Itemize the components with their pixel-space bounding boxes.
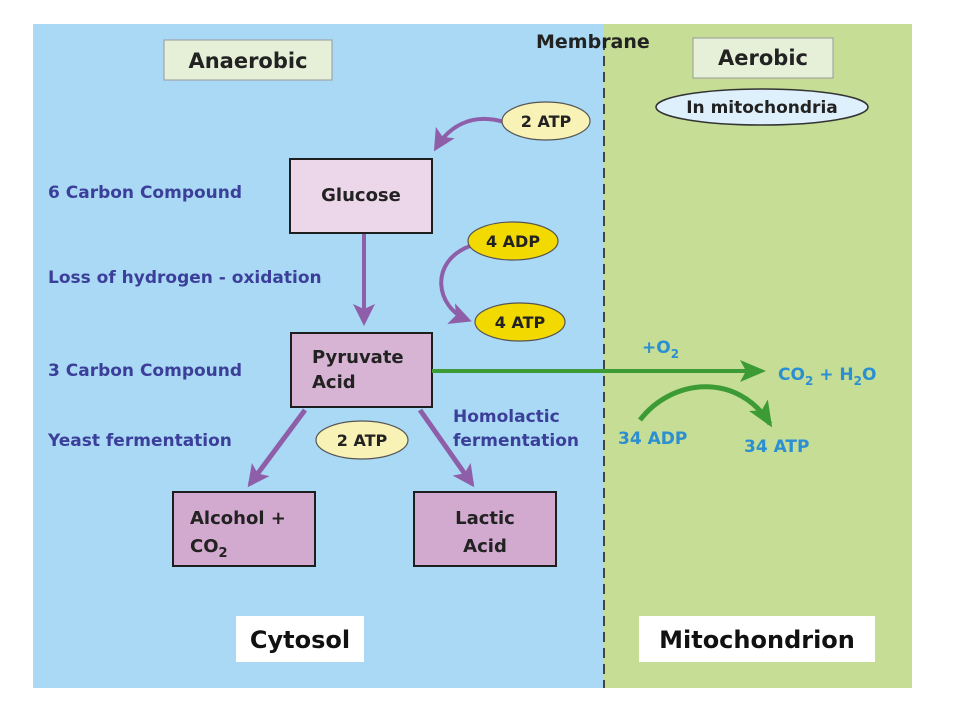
glucose-label: Glucose [321, 185, 401, 206]
adp-4-label: 4 ADP [486, 232, 540, 251]
oxidation-label: Loss of hydrogen - oxidation [48, 268, 322, 288]
yeast-fermentation-label: Yeast fermentation [47, 431, 232, 451]
aerobic-label: Aerobic [718, 46, 808, 70]
six-carbon-label: 6 Carbon Compound [48, 183, 242, 203]
atp-ferment-label: 2 ATP [337, 431, 388, 450]
pyruvate-to-lactic-arrow [417, 408, 475, 488]
lactic-label-1: Lactic [455, 508, 515, 529]
atp-4-oval: 4 ATP [474, 302, 566, 342]
cytosol-label: Cytosol [250, 626, 350, 654]
lactic-label-2: Acid [463, 536, 507, 557]
glucose-box: Glucose [289, 158, 433, 234]
three-carbon-label: 3 Carbon Compound [48, 361, 242, 381]
cytosol-label-box: Cytosol [236, 616, 364, 662]
o2-label: +O2 [642, 338, 679, 361]
pyruvate-label-2: Acid [312, 372, 356, 393]
homolactic-label-1: Homolactic [453, 407, 560, 427]
membrane-label: Membrane [536, 31, 650, 53]
atp-in-oval: 2 ATP [501, 101, 591, 141]
in-mitochondria-label: In mitochondria [686, 98, 838, 118]
adp-to-atp-arrow [439, 244, 472, 324]
pyruvate-label-1: Pyruvate [312, 347, 404, 368]
adp-34-label: 34 ADP [618, 429, 687, 449]
adp-4-oval: 4 ADP [467, 221, 559, 261]
pyruvate-box: Pyruvate Acid [290, 332, 433, 408]
alcohol-box: Alcohol + CO2 [172, 491, 316, 567]
lactic-acid-box: Lactic Acid [413, 491, 557, 567]
pyruvate-to-alcohol-arrow [247, 408, 308, 488]
atp-in-label: 2 ATP [521, 112, 572, 131]
anaerobic-label: Anaerobic [188, 49, 307, 73]
mitochondrion-label-box: Mitochondrion [639, 616, 875, 662]
aerobic-label-box: Aerobic [692, 37, 834, 79]
alcohol-label-1: Alcohol + [190, 508, 286, 529]
atp-in-arrow [433, 116, 505, 152]
homolactic-label-2: fermentation [453, 431, 579, 451]
mitochondrion-region [604, 24, 912, 688]
atp-ferment-oval: 2 ATP [315, 420, 409, 460]
in-mitochondria-oval: In mitochondria [655, 88, 869, 126]
mitochondrion-label: Mitochondrion [659, 626, 855, 654]
anaerobic-label-box: Anaerobic [163, 39, 333, 81]
alcohol-label-2: CO2 [190, 536, 228, 561]
adp-to-atp-34-arrow [638, 384, 773, 428]
atp-4-label: 4 ATP [495, 313, 546, 332]
co2-h2o-label: CO2 + H2O [778, 365, 876, 388]
atp-34-label: 34 ATP [744, 437, 809, 457]
